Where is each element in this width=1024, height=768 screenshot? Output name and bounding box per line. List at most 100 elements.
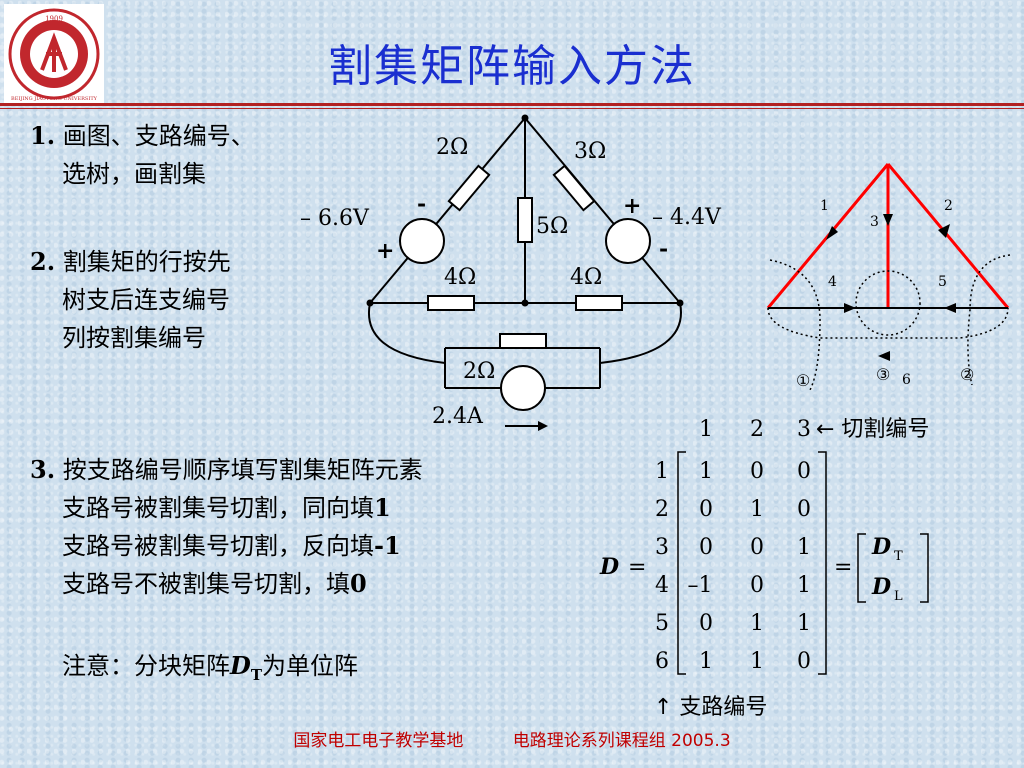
row-caption: ↑ 支路编号 xyxy=(654,695,767,720)
note-suffix: 为单位阵 xyxy=(261,652,358,680)
circuit-diagram: 2Ω 3Ω 5Ω 4Ω 4Ω 2Ω – 6.6V – 4.4V - + + - … xyxy=(300,114,722,431)
cutset-matrix: 1 2 3 ← 切割编号 1 2 3 4 5 6 1 0 0 0 1 0 0 0… xyxy=(599,417,929,720)
branch-5: 5 xyxy=(938,274,947,290)
label-r-top-right: 3Ω xyxy=(574,139,606,164)
step-1-line2: 选树，画割集 xyxy=(62,160,206,188)
label-left-minus: - xyxy=(417,191,426,217)
block-bottom-subscript: L xyxy=(894,589,903,604)
cutset-1: ① xyxy=(796,371,810,390)
footer: 国家电工电子教学基地 电路理论系列课程组 2005.3 xyxy=(0,726,1024,751)
label-r-bottom-right: 4Ω xyxy=(570,265,602,290)
label-r-top-left: 2Ω xyxy=(436,135,468,160)
logo-name: BEIJING JIAOTONG UNIVERSITY xyxy=(11,96,98,102)
row-header-4: 4 xyxy=(655,573,669,598)
footer-right: 电路理论系列课程组 2005.3 xyxy=(512,731,731,751)
label-left-plus: + xyxy=(376,238,394,264)
col-header-3: 3 xyxy=(797,417,811,442)
step-1-line1: 画图、支路编号、 xyxy=(62,122,255,150)
cell-5-3: 1 xyxy=(797,611,811,636)
col-caption: ← 切割编号 xyxy=(816,417,929,442)
cell-2-2: 1 xyxy=(750,497,764,522)
matrix-equals-block: = xyxy=(834,555,852,580)
cell-2-3: 0 xyxy=(797,497,811,522)
step-3: 3. 按支路编号顺序填写割集矩阵元素 xyxy=(30,452,423,488)
label-v-left: – 6.6V xyxy=(300,206,370,231)
footer-left: 国家电工电子教学基地 xyxy=(293,731,464,751)
step-1: 1. 画图、支路编号、 xyxy=(30,118,255,154)
cell-5-2: 1 xyxy=(750,611,764,636)
step-2: 2. 割集矩的行按先 xyxy=(30,244,231,280)
label-right-minus: - xyxy=(659,236,668,262)
logo-year: 1909 xyxy=(45,15,63,23)
resistor-top-right xyxy=(552,164,596,212)
branch-6: 6 xyxy=(902,372,911,388)
label-current: 2.4A xyxy=(432,404,484,429)
cell-6-3: 0 xyxy=(797,649,811,674)
label-r-bottom-left: 4Ω xyxy=(444,265,476,290)
cell-5-1: 0 xyxy=(699,611,713,636)
cell-1-2: 0 xyxy=(750,459,764,484)
note-subscript: T xyxy=(250,665,262,684)
cell-6-2: 1 xyxy=(750,649,764,674)
rule-reverse-direction: 支路号被割集号切割，反向填-1 xyxy=(62,528,401,564)
rule-none-value: 0 xyxy=(350,569,367,598)
step-2-line2: 树支后连支编号 xyxy=(62,286,230,314)
label-v-right: – 4.4V xyxy=(652,205,722,230)
branch-1: 1 xyxy=(820,198,829,214)
branch-4: 4 xyxy=(828,274,837,290)
row-header-6: 6 xyxy=(655,649,669,674)
step-2-line3: 列按割集编号 xyxy=(62,324,206,352)
row-header-3: 3 xyxy=(655,535,669,560)
block-top-symbol: D xyxy=(871,534,891,560)
cell-2-1: 0 xyxy=(699,497,713,522)
title-divider-thin xyxy=(0,108,1024,109)
cell-4-3: 1 xyxy=(797,573,811,598)
title-divider xyxy=(0,103,1024,106)
row-header-2: 2 xyxy=(655,497,669,522)
cutset-2: ② xyxy=(960,365,974,384)
col-header-2: 2 xyxy=(750,417,764,442)
note: 注意：分块矩阵DT为单位阵 xyxy=(62,648,358,693)
resistor-middle xyxy=(517,197,533,243)
resistor-bottom-right xyxy=(575,295,623,311)
label-r-bottom: 2Ω xyxy=(463,359,495,384)
step-3-line1: 按支路编号顺序填写割集矩阵元素 xyxy=(62,456,423,484)
label-r-middle: 5Ω xyxy=(536,214,568,239)
rule-reverse-text: 支路号被割集号切割，反向填 xyxy=(62,532,374,560)
block-top-subscript: T xyxy=(894,549,903,564)
cell-4-1: –1 xyxy=(688,573,713,598)
rule-same-text: 支路号被割集号切割，同向填 xyxy=(62,494,374,522)
resistor-bottom xyxy=(499,333,547,349)
step-3-number: 3. xyxy=(30,455,56,484)
cell-1-1: 1 xyxy=(699,459,713,484)
step-2-line1: 割集矩的行按先 xyxy=(62,248,231,276)
block-bottom-symbol: D xyxy=(871,574,891,600)
rule-none-text: 支路号不被割集号切割，填 xyxy=(62,570,350,598)
branch-3: 3 xyxy=(870,214,879,230)
cell-6-1: 1 xyxy=(699,649,713,674)
rule-same-direction: 支路号被割集号切割，同向填1 xyxy=(62,490,391,526)
current-source xyxy=(500,365,546,411)
cell-3-1: 0 xyxy=(699,535,713,560)
row-header-1: 1 xyxy=(655,459,669,484)
voltage-source-right xyxy=(605,218,651,264)
row-header-5: 5 xyxy=(655,611,669,636)
resistor-top-left xyxy=(447,164,491,212)
note-symbol: D xyxy=(230,651,251,680)
step-1-number: 1. xyxy=(30,121,56,150)
university-logo: 1909 BEIJING JIAOTONG UNIVERSITY xyxy=(4,4,104,104)
cutset-3: ③ xyxy=(876,365,890,384)
label-right-plus: + xyxy=(623,193,641,219)
resistor-bottom-left xyxy=(427,295,475,311)
cutset-graph: 1 2 3 4 5 6 ① ② ③ xyxy=(766,163,1011,391)
matrix-label: D xyxy=(599,554,619,580)
step-2-number: 2. xyxy=(30,247,56,276)
branch-2: 2 xyxy=(944,198,953,214)
rule-same-value: 1 xyxy=(374,493,391,522)
voltage-source-left xyxy=(399,218,445,264)
page-title: 割集矩阵输入方法 xyxy=(328,41,696,92)
matrix-equals: = xyxy=(628,555,646,580)
cell-1-3: 0 xyxy=(797,459,811,484)
cell-3-3: 1 xyxy=(797,535,811,560)
rule-reverse-value: -1 xyxy=(374,531,401,560)
